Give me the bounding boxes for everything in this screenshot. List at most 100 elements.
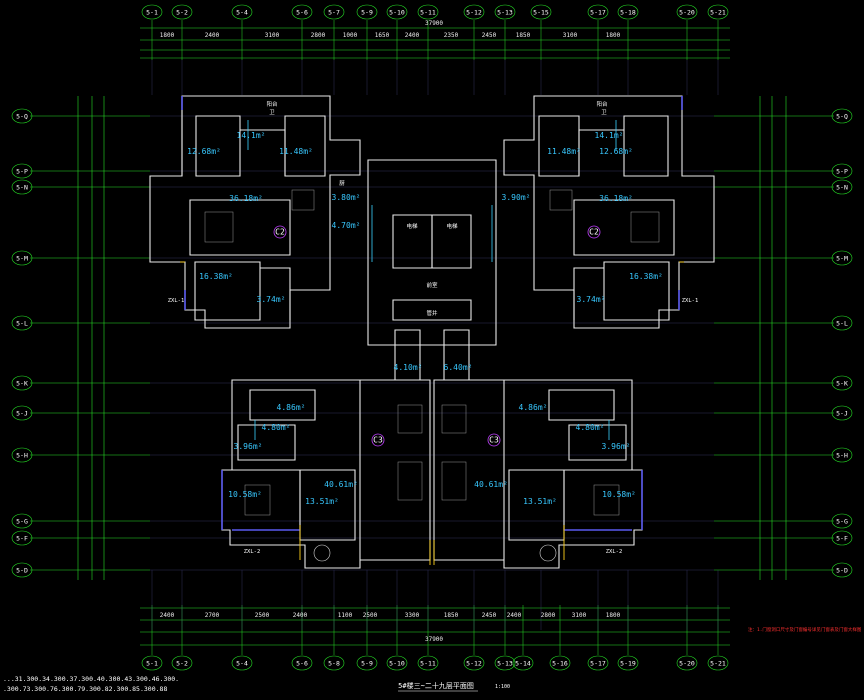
axis-label-left: 5-K [16, 380, 28, 388]
axis-bubble-top [386, 4, 408, 20]
dim-top: 1650 [375, 32, 390, 39]
axis-bubble-bottom [494, 655, 516, 671]
axis-bubble-right [831, 163, 853, 179]
axis-label-top: 5-6 [296, 9, 308, 17]
axis-label-left: 5-G [16, 518, 28, 526]
axis-bubble-left [11, 513, 33, 529]
room-label: ZXL-1 [682, 298, 699, 304]
dim-top: 2400 [205, 32, 220, 39]
axis-bubble-right [831, 250, 853, 266]
dim-bottom: 2800 [541, 612, 556, 619]
dim-bottom: 2700 [205, 612, 220, 619]
dim-total-bottom: 37900 [425, 636, 443, 643]
axis-bubble-left [11, 375, 33, 391]
dim-bottom: 1850 [444, 612, 459, 619]
room-label: ZXL-2 [606, 549, 623, 555]
axis-bubble-bottom [463, 655, 485, 671]
axis-label-top: 5-17 [590, 9, 606, 17]
dim-top: 3100 [265, 32, 280, 39]
area-label: 13.51m² [305, 497, 339, 506]
axis-label-top: 5-20 [679, 9, 695, 17]
axis-bubble-bottom [549, 655, 571, 671]
axis-label-right: 5-K [836, 380, 848, 388]
room-label: 前室 [426, 281, 438, 289]
axis-label-right: 5-G [836, 518, 848, 526]
axis-label-bottom: 5-1 [146, 660, 158, 668]
axis-bubble-top [530, 4, 552, 20]
axis-bubble-left [11, 447, 33, 463]
room-label: 电梯 [446, 222, 458, 230]
axis-bubble-left [11, 108, 33, 124]
axis-bubble-top [587, 4, 609, 20]
dim-total-top: 37900 [425, 20, 443, 27]
axis-label-left: 5-N [16, 184, 28, 192]
axis-bubble-bottom [141, 655, 163, 671]
axis-bubble-right [831, 513, 853, 529]
axis-bubble-right [831, 315, 853, 331]
elevation-list: .300.73.300.76.300.79.300.82.300.85.300.… [3, 685, 167, 693]
axis-label-top: 5-21 [710, 9, 726, 17]
axis-label-top: 5-13 [497, 9, 513, 17]
dim-top: 2450 [482, 32, 497, 39]
axis-label-left: 5-Q [16, 113, 28, 121]
area-label: 4.86m² [519, 403, 548, 412]
axis-label-bottom: 5-11 [420, 660, 436, 668]
area-label: 3.96m² [602, 442, 631, 451]
axis-bubble-left [11, 163, 33, 179]
area-label: 10.58m² [228, 490, 262, 499]
axis-label-bottom: 5-10 [389, 660, 405, 668]
axis-label-bottom: 5-14 [515, 660, 531, 668]
axis-label-left: 5-F [16, 535, 28, 543]
axis-label-bottom: 5-21 [710, 660, 726, 668]
axis-bubble-right [831, 108, 853, 124]
axis-bubble-bottom [356, 655, 378, 671]
dim-bottom: 1800 [606, 612, 621, 619]
axis-label-right: 5-H [836, 452, 848, 460]
dim-top: 3100 [563, 32, 578, 39]
area-label: 16.38m² [629, 272, 663, 281]
dim-top: 1800 [606, 32, 621, 39]
dim-bottom: 2400 [507, 612, 522, 619]
axis-label-right: 5-P [836, 168, 848, 176]
drawing-scale: 1:100 [495, 684, 510, 690]
axis-label-right: 5-Q [836, 113, 848, 121]
area-label: 10.58m² [602, 490, 636, 499]
axis-bubble-left [11, 179, 33, 195]
axis-label-top: 5-12 [466, 9, 482, 17]
axis-bubble-top [323, 4, 345, 20]
dim-bottom: 1100 [338, 612, 353, 619]
axis-label-top: 5-4 [236, 9, 248, 17]
area-label: 40.61m² [474, 480, 508, 489]
area-label: 4.80m² [262, 423, 291, 432]
axis-bubble-right [831, 375, 853, 391]
area-label: 16.38m² [199, 272, 233, 281]
axis-bubble-left [11, 405, 33, 421]
axis-bubble-top [231, 4, 253, 20]
room-label: 卫 [601, 109, 607, 116]
area-label: 13.51m² [523, 497, 557, 506]
axis-bubble-left [11, 315, 33, 331]
axis-label-bottom: 5-2 [176, 660, 188, 668]
area-label: 3.96m² [234, 442, 263, 451]
dim-bottom: 2400 [160, 612, 175, 619]
room-label: ZXL-1 [168, 298, 185, 304]
axis-bubble-bottom [323, 655, 345, 671]
room-label: 厨 [339, 180, 345, 187]
axis-bubble-top [494, 4, 516, 20]
area-label: 40.61m² [324, 480, 358, 489]
axis-bubble-bottom [291, 655, 313, 671]
dim-top: 1850 [516, 32, 531, 39]
axis-label-left: 5-H [16, 452, 28, 460]
unit-label: C2 [589, 228, 599, 237]
area-label: 3.80m² [332, 193, 361, 202]
dim-top: 1000 [343, 32, 358, 39]
axis-bubble-top [707, 4, 729, 20]
area-label: 4.70m² [332, 221, 361, 230]
area-label: 36.18m² [599, 194, 633, 203]
axis-label-left: 5-P [16, 168, 28, 176]
axis-label-left: 5-L [16, 320, 28, 328]
axis-bubble-bottom [386, 655, 408, 671]
axis-bubble-top [171, 4, 193, 20]
axis-bubble-top [356, 4, 378, 20]
axis-label-left: 5-J [16, 410, 28, 418]
